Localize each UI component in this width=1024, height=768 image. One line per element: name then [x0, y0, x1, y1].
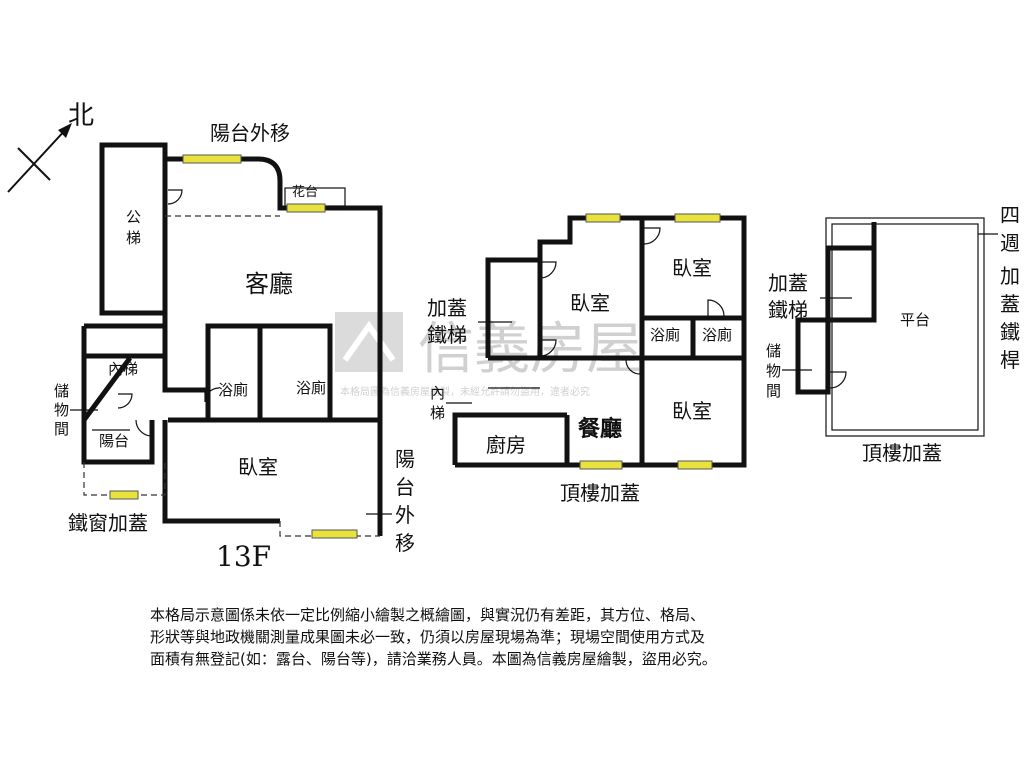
disclaimer-line-3: 面積有無登記(如：露台、陽台等)，請洽業務人員。本圖為信義房屋繪製，盜用必究。 — [150, 650, 717, 668]
door-swing-icon — [117, 393, 133, 409]
label-added-iron-stair-2: 鐵梯 — [768, 298, 808, 322]
door-swing-icon — [707, 299, 725, 317]
window-icon — [579, 460, 623, 470]
label-living-room: 客廳 — [245, 270, 293, 298]
plan-13f: 公 梯 客廳 浴廁 浴廁 臥室 內梯 陽台 儲 物 間 陽台外移 花台 陽 台 … — [54, 121, 415, 573]
label-storage-2: 物 — [766, 362, 781, 380]
label-rooftop-addition-title: 頂樓加蓋 — [560, 481, 640, 505]
door-swing-icon — [204, 387, 220, 403]
label-storage-3: 間 — [766, 382, 781, 400]
door-swing-icon — [643, 227, 661, 245]
label-balcony-moved-side-1: 陽 — [395, 447, 415, 471]
label-public-stair-2: 梯 — [126, 229, 141, 247]
bathroom-block-wall — [205, 323, 333, 420]
railing-inner — [831, 223, 979, 431]
disclaimer-line-1: 本格局示意圖係未依一定比例縮小繪製之概繪圖，與實況仍有差距，其方位、格局、 — [150, 606, 706, 624]
kitchen-wall — [452, 412, 567, 468]
label-public-stair-1: 公 — [126, 208, 141, 226]
label-railing-6: 桿 — [1000, 348, 1020, 372]
door-swing-icon — [135, 419, 153, 437]
window-icon — [286, 203, 326, 213]
label-bathroom-1: 浴廁 — [650, 326, 680, 344]
door-swing-icon — [539, 261, 557, 279]
watermark-logo-mark — [342, 320, 396, 362]
plan-rooftop-top: 平台 儲 物 間 加蓋 鐵梯 四 週 加 蓋 鐵 桿 頂樓加蓋 — [766, 203, 1020, 465]
label-platform: 平台 — [900, 311, 930, 329]
label-railing-1: 四 — [1000, 203, 1020, 227]
door-swing-icon — [625, 359, 641, 375]
label-bedroom-1: 臥室 — [570, 291, 610, 315]
label-railing-5: 鐵 — [1000, 320, 1020, 344]
label-iron-window-addition: 鐵窗加蓋 — [68, 511, 148, 535]
iron-stair-block — [825, 222, 877, 323]
living-room-left-wall — [162, 313, 208, 393]
bedroom-wall — [162, 420, 280, 524]
label-storage-1: 儲 — [766, 342, 781, 360]
label-13f-title: 13F — [216, 540, 271, 573]
compass-cross-line — [17, 147, 51, 181]
compass-arrow-head-icon — [58, 123, 72, 138]
plan-rooftop-addition: 臥室 臥室 臥室 浴廁 浴廁 餐廳 廚房 加蓋 鐵梯 內 梯 頂樓加蓋 — [427, 213, 747, 505]
window-icon — [109, 490, 139, 500]
inner-stair-storage-wall — [81, 323, 165, 465]
label-storage-2: 物 — [54, 401, 69, 419]
label-inner-stair-1: 內 — [430, 384, 445, 402]
label-bathroom-2: 浴廁 — [296, 379, 326, 397]
label-storage-1: 儲 — [54, 382, 69, 400]
label-railing-4: 蓋 — [1000, 292, 1020, 316]
compass-north-label: 北 — [68, 101, 94, 131]
label-planter: 花台 — [292, 184, 318, 200]
watermark: 信義房屋 本格局圖為信義房屋繪製，未經允許請勿盜用，違者必究 — [335, 312, 642, 398]
window-icon — [311, 529, 358, 539]
living-room-outer-wall — [165, 156, 383, 536]
label-bedroom-2: 臥室 — [672, 256, 712, 280]
label-balcony: 陽台 — [99, 432, 129, 450]
watermark-brand: 信義房屋 — [418, 317, 642, 382]
iron-window-outline — [83, 462, 166, 496]
label-storage-3: 間 — [54, 420, 69, 438]
label-added-iron-stair-1: 加蓋 — [427, 296, 467, 320]
disclaimer-text: 本格局示意圖係未依一定比例縮小繪製之概繪圖，與實況仍有差距，其方位、格局、 形狀… — [150, 604, 910, 670]
compass-arrow-shaft — [7, 126, 69, 193]
label-inner-stair-2: 梯 — [430, 404, 445, 422]
window-icon — [677, 460, 713, 470]
label-railing-3: 加 — [1000, 264, 1020, 288]
label-balcony-moved-top: 陽台外移 — [210, 121, 290, 145]
public-stair-block — [99, 142, 168, 316]
north-compass: 北 — [7, 101, 94, 193]
label-bathroom-2: 浴廁 — [702, 326, 732, 344]
label-bathroom-1: 浴廁 — [218, 381, 248, 399]
window-icon — [674, 213, 721, 223]
disclaimer-line-2: 形狀等與地政機關測量成果圖未必一致，仍須以房屋現場為準；現場空間使用方式及 — [150, 628, 706, 646]
label-balcony-moved-side-2: 台 — [395, 475, 415, 499]
rooftop-outer-wall — [485, 215, 747, 468]
door-swing-icon — [829, 371, 847, 389]
window-icon — [182, 154, 242, 164]
label-dining-room: 餐廳 — [578, 416, 622, 442]
window-icon — [585, 213, 621, 223]
label-rooftop-top-title: 頂樓加蓋 — [862, 441, 942, 465]
label-added-iron-stair-1: 加蓋 — [768, 271, 808, 295]
label-bedroom: 臥室 — [238, 455, 278, 479]
door-swing-icon — [167, 189, 183, 205]
label-added-iron-stair-2: 鐵梯 — [427, 323, 467, 347]
label-inner-stair: 內梯 — [108, 360, 138, 378]
label-balcony-moved-side-4: 移 — [395, 531, 415, 555]
label-railing-2: 週 — [1000, 231, 1020, 255]
door-swing-icon — [539, 339, 557, 357]
label-bedroom-3: 臥室 — [672, 399, 712, 423]
label-balcony-moved-side-3: 外 — [395, 503, 415, 527]
storage-block — [795, 317, 831, 395]
label-kitchen: 廚房 — [486, 433, 526, 457]
